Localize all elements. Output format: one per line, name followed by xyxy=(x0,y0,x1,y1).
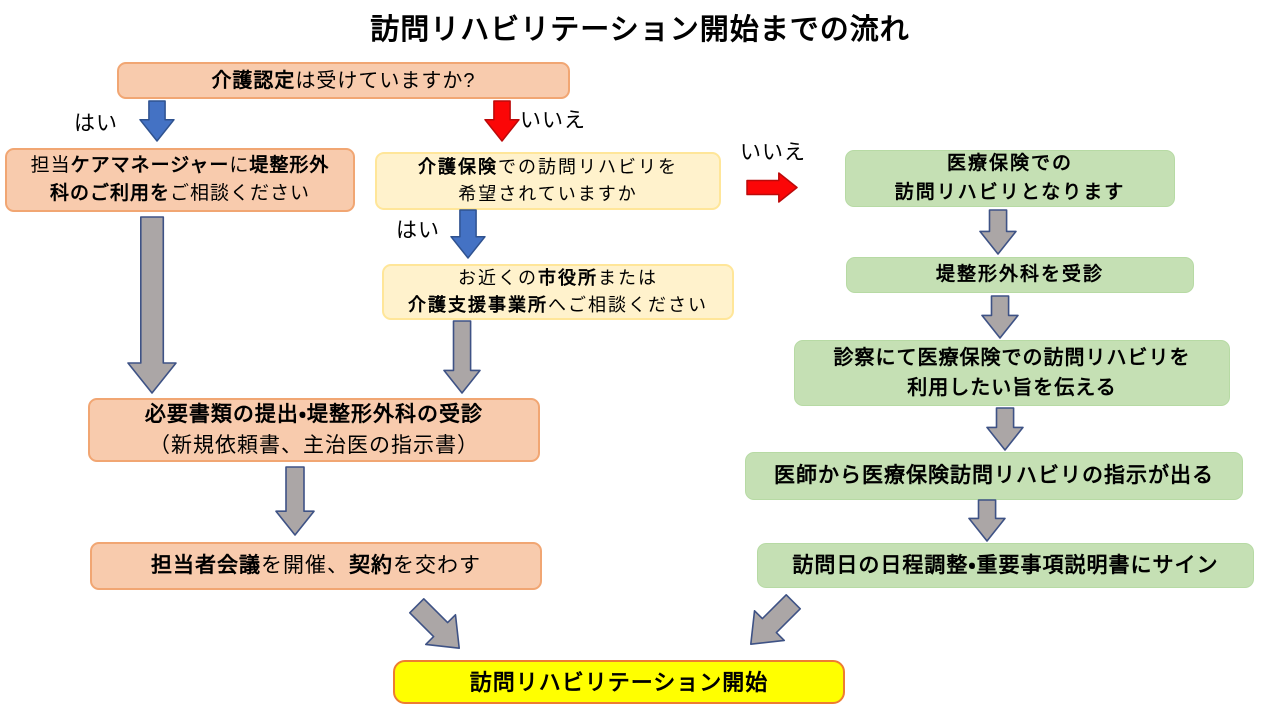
node-medical-insurance-rehab: 医療保険での訪問リハビリとなります xyxy=(845,150,1175,207)
arrow-flow-down-icon xyxy=(275,466,315,536)
arrow-merge-left-icon xyxy=(401,590,476,665)
node-tell-doctor-at-exam: 診察にて医療保険での訪問リハビリを利用したい旨を伝える xyxy=(794,340,1230,406)
node-doctor-order-issued: 医師から医療保険訪問リハビリの指示が出る xyxy=(745,452,1243,500)
arrow-flow-down-icon xyxy=(127,216,177,394)
arrow-yes-down-icon xyxy=(139,100,175,142)
node-consult-care-manager: 担当ケアマネージャーに堤整形外科のご利用をご相談ください xyxy=(5,148,355,212)
node-visit-tsutsumi-clinic: 堤整形外科を受診 xyxy=(846,257,1194,293)
arrow-flow-down-icon xyxy=(981,295,1019,339)
page-title: 訪問リハビリテーション開始までの流れ xyxy=(370,14,910,46)
node-service-meeting-contract: 担当者会議を開催、契約を交わす xyxy=(90,542,542,590)
arrow-flow-down-icon xyxy=(443,320,481,394)
label-no-2: いいえ xyxy=(740,141,806,164)
arrow-no-down-icon xyxy=(484,100,520,142)
arrow-flow-down-icon xyxy=(968,499,1006,542)
node-city-office-consult: お近くの市役所または介護支援事業所へご相談ください xyxy=(382,264,734,320)
node-care-certification-question: 介護認定は受けていますか? xyxy=(117,62,570,99)
arrow-yes-down-icon xyxy=(450,209,486,259)
label-yes-1: はい xyxy=(74,112,118,135)
arrow-merge-right-icon xyxy=(735,586,810,661)
node-kaigo-hoken-question: 介護保険での訪問リハビリを希望されていますか xyxy=(375,152,721,210)
node-schedule-and-sign: 訪問日の日程調整・重要事項説明書にサイン xyxy=(757,543,1254,588)
label-yes-2: はい xyxy=(396,219,440,242)
arrow-flow-down-icon xyxy=(986,407,1024,451)
arrow-no-right-icon xyxy=(746,172,798,203)
arrow-flow-down-icon xyxy=(979,209,1017,255)
node-start-rehab: 訪問リハビリテーション開始 xyxy=(393,660,845,704)
node-submit-documents: 必要書類の提出・堤整形外科の受診（新規依頼書、主治医の指示書） xyxy=(88,398,540,462)
label-no-1: いいえ xyxy=(520,109,586,132)
